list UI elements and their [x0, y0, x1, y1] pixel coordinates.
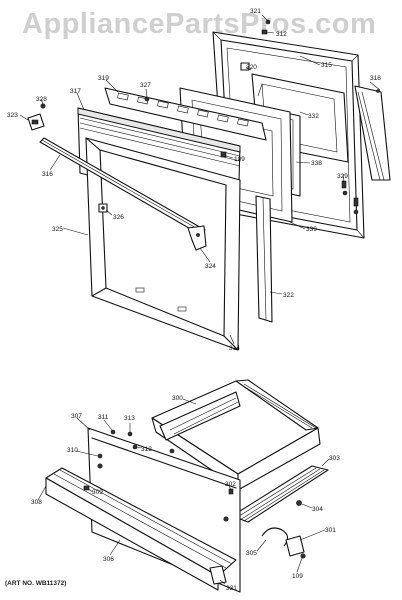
- hinge-strip-318: [354, 85, 391, 181]
- label-312-bottom: 312: [141, 446, 152, 453]
- label-305: 305: [246, 550, 257, 557]
- label-311: 311: [98, 414, 109, 421]
- drawer-body-300: [151, 379, 321, 500]
- label-315: 315: [321, 62, 332, 69]
- screw-312b: [132, 444, 138, 450]
- handle-bracket-324: [187, 225, 207, 251]
- label-301: 301: [325, 527, 336, 534]
- label-331: 331: [226, 585, 237, 592]
- screw-313: [127, 431, 133, 437]
- drawer-rail-303: [231, 465, 329, 523]
- label-328: 328: [36, 96, 47, 103]
- label-314: 314: [229, 345, 240, 352]
- label-322: 322: [283, 292, 294, 299]
- clip-109: [220, 151, 227, 158]
- end-cap-331: [209, 565, 227, 585]
- label-324: 324: [205, 263, 216, 270]
- label-318: 318: [370, 75, 381, 82]
- bracket-320: [240, 62, 250, 71]
- label-313: 313: [124, 415, 135, 422]
- screw-328: [40, 103, 46, 109]
- label-300: 300: [172, 395, 183, 402]
- label-326: 326: [113, 214, 124, 221]
- side-channel-322: [255, 195, 273, 323]
- label-306: 306: [103, 556, 114, 563]
- spring-305: [261, 527, 289, 547]
- label-325: 325: [52, 226, 63, 233]
- screw-310: [97, 453, 103, 459]
- label-317: 317: [70, 88, 81, 95]
- label-309: 309: [92, 489, 103, 496]
- vent-trim-319: [104, 87, 267, 141]
- leader-lines: [19, 14, 381, 585]
- screw-311: [110, 429, 116, 435]
- label-321: 321: [250, 8, 261, 15]
- spacer-329: [341, 180, 347, 189]
- label-339: 339: [306, 226, 317, 233]
- screw-109b: [300, 553, 306, 559]
- label-312-top: 312: [276, 31, 287, 38]
- label-316: 316: [42, 171, 53, 178]
- label-307: 307: [71, 413, 82, 420]
- label-327: 327: [140, 82, 151, 89]
- clip-326: [98, 203, 108, 213]
- label-323: 323: [7, 112, 18, 119]
- clip-309: [83, 485, 90, 491]
- label-310: 310: [67, 447, 78, 454]
- label-109-top: 109: [234, 156, 245, 163]
- label-332: 332: [308, 113, 319, 120]
- art-number: (ART NO. WB11372): [5, 580, 67, 587]
- door-handle-316: [39, 137, 206, 236]
- screw-304: [296, 500, 302, 506]
- label-320: 320: [246, 64, 257, 71]
- label-109-bottom: 109: [292, 573, 303, 580]
- label-304: 304: [312, 506, 323, 513]
- watermark-logo: AppliancePartsPros.com: [22, 8, 377, 40]
- clip-302: [228, 488, 234, 495]
- label-319: 319: [98, 75, 109, 82]
- label-329: 329: [337, 173, 348, 180]
- label-302: 302: [225, 481, 236, 488]
- handle-end-cap-323: [27, 113, 45, 131]
- screw-321: [265, 19, 271, 25]
- drawer-handle-306: [45, 467, 237, 591]
- bracket-301: [285, 535, 305, 557]
- label-338: 338: [311, 160, 322, 167]
- screw-327: [144, 96, 150, 102]
- label-303: 303: [329, 455, 340, 462]
- label-308: 308: [31, 499, 42, 506]
